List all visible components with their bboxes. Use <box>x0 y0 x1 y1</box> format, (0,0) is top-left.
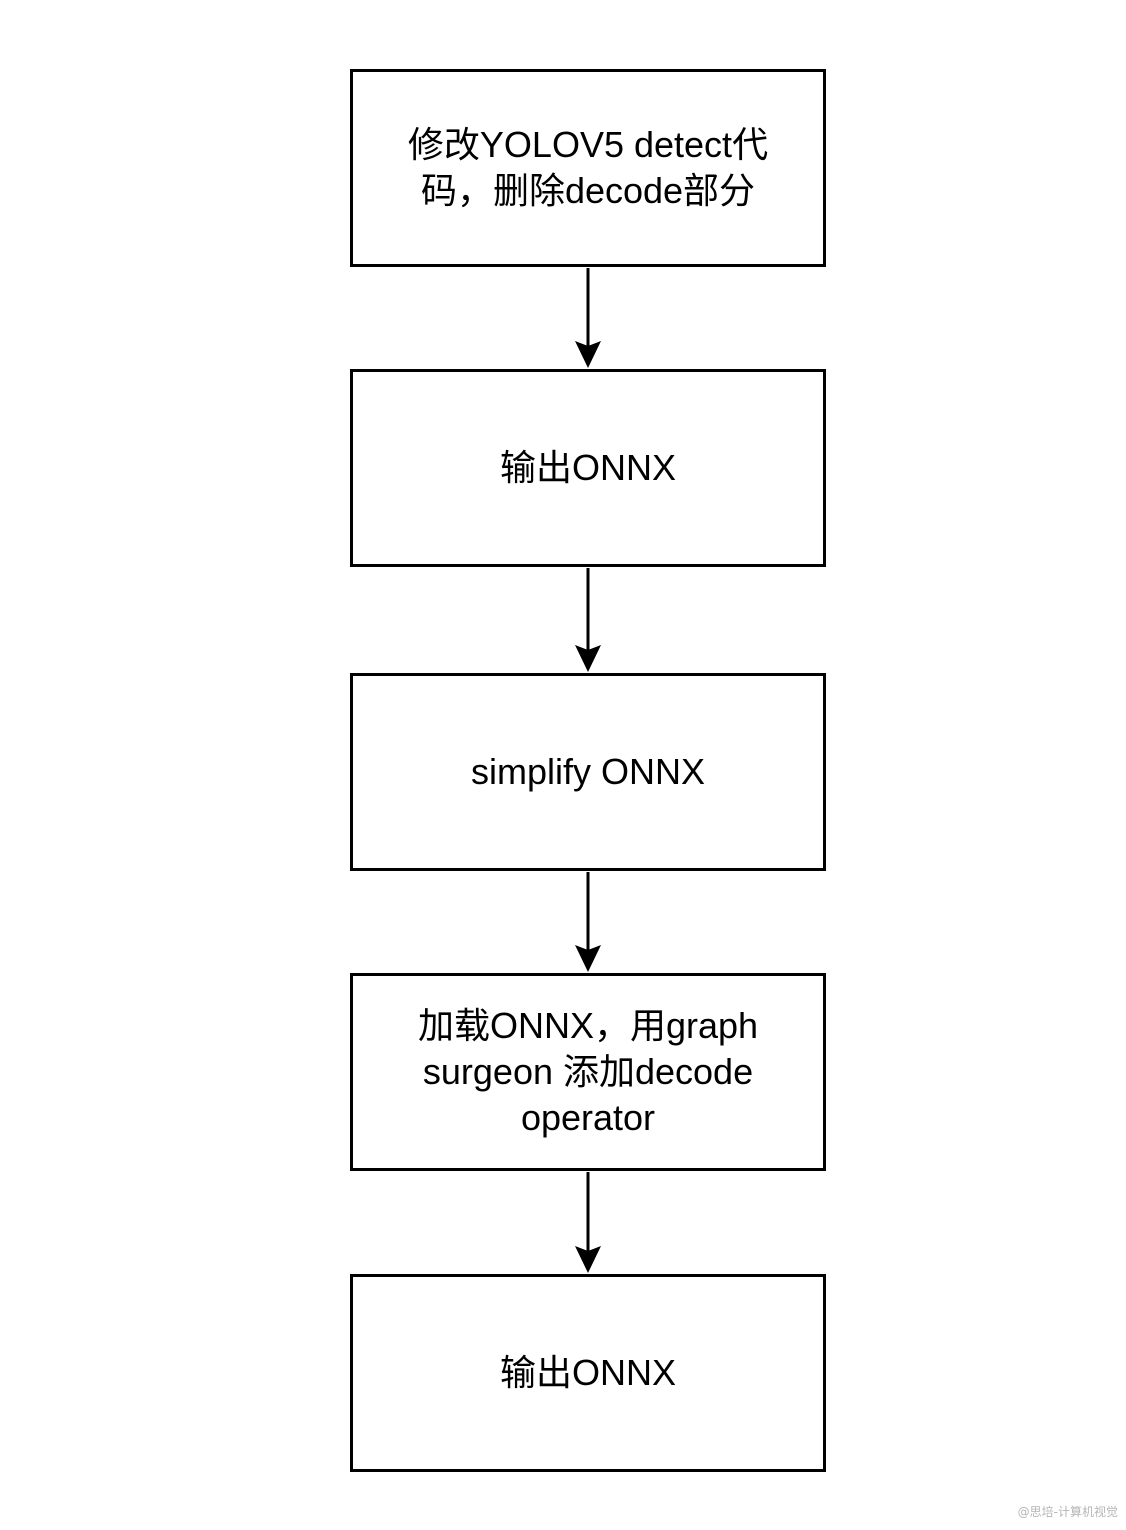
step-box-export-onnx-final: 输出ONNX <box>350 1274 826 1472</box>
arrow-4-to-5 <box>575 1172 601 1273</box>
step-label: simplify ONNX <box>470 751 706 792</box>
arrow-3-to-4 <box>575 872 601 972</box>
step-label: 输出ONNX <box>499 1352 676 1393</box>
arrow-1-to-2 <box>575 268 601 368</box>
step-label: 输出ONNX <box>499 447 676 488</box>
step-box-modify-detect-code: 修改YOLOV5 detect代码，删除decode部分 <box>350 69 826 267</box>
arrow-2-to-3 <box>575 568 601 672</box>
step-box-add-decode-operator: 加载ONNX，用graph surgeon 添加decode operator <box>350 973 826 1171</box>
step-label: 修改YOLOV5 detect代码，删除decode部分 <box>407 124 769 211</box>
watermark: @思培-计算机视觉 <box>1017 1505 1118 1519</box>
step-box-simplify-onnx: simplify ONNX <box>350 673 826 871</box>
step-label: 加载ONNX，用graph surgeon 添加decode operator <box>417 1005 759 1138</box>
step-box-export-onnx: 输出ONNX <box>350 369 826 567</box>
